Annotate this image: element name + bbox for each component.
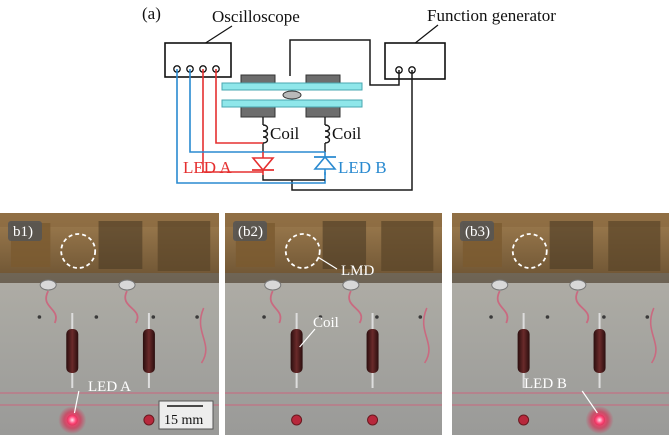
panel-label-box [460,221,494,241]
led-a-schematic-label: LED A [183,158,232,177]
function-generator-box [384,42,446,80]
photo-panel-2: (b2) LMD Coil [225,213,442,435]
led-component [367,414,379,426]
lmd-region-marker [284,233,321,269]
led-a-photo-label: LED A [88,379,131,395]
photo-panel-3: (b3) LED B [452,213,669,435]
tube-top [221,82,363,91]
coil-component [517,329,530,373]
lmd-region-marker [60,233,97,269]
coil-left-label: Coil [270,124,300,143]
lmd-region-marker [511,233,548,269]
led-a-diode-symbol [251,152,275,175]
led-a-leader [73,390,80,414]
photo-panel-1: b1) LED A 15 mm [0,213,219,435]
mount-hole [195,315,199,319]
oscilloscope-label: Oscilloscope [212,7,300,26]
photo-panel-label: (b2) [238,224,263,240]
coil-photo-label: Coil [313,315,339,331]
coil-component [366,329,379,373]
led-component [143,414,155,426]
led-b-schematic-label: LED B [338,158,387,177]
lmd-leader [317,256,338,270]
led-b-leader [581,390,598,414]
pcb-trace [124,290,139,324]
coil-right-winding [324,124,331,144]
function-generator-leader [413,24,439,45]
blue-wire-inner [189,69,325,153]
pcb-trace [649,307,657,364]
coil-component [142,329,155,373]
mount-hole [94,315,99,319]
led-b-photo-label: LED B [524,376,567,392]
pcb-trace [422,307,430,364]
blue-wire-outer [176,69,326,184]
mount-hole [418,315,423,319]
mount-hole [489,315,493,319]
fg-wire-return [291,70,413,191]
clip-right [118,279,136,291]
panel-label-box [8,221,42,241]
clip-left [264,279,282,291]
led-component [291,414,303,426]
red-wire-outer [202,69,263,173]
fg-wire-top [289,39,400,86]
coil-left-winding [262,124,269,144]
panel-label-box [233,221,267,241]
photo-panels: b1) LED A 15 mm (b2) LMD Coil (b3) LED B [0,213,669,435]
mount-hole [151,315,156,319]
function-generator-label: Function generator [427,6,556,25]
led-component [518,414,530,426]
mount-hole [602,315,606,319]
pcb-trace [269,290,282,324]
pcb-trace [199,307,207,364]
coil-component [290,329,303,373]
photo-panel-label: b1) [13,224,33,240]
clip-left [39,279,57,291]
schematic: (a) Oscilloscope Function generator [142,4,556,191]
scale-bar-label: 15 mm [164,413,203,428]
coil-component [66,329,79,373]
photo-panel-label: (b3) [465,224,490,240]
led-b-diode-symbol [313,152,337,175]
red-wire-inner [215,69,263,144]
tube-bottom [221,99,363,108]
clip-left [491,279,509,291]
mount-hole [262,315,266,319]
clip-right [342,279,360,291]
led-b-glow [585,406,614,434]
coil-leader [299,328,316,348]
mount-hole [545,315,550,319]
pcb-trace [496,290,509,324]
mount-hole [37,315,42,319]
pcb-trace [45,290,57,324]
mount-hole [645,315,650,319]
led-a-glow [58,406,87,434]
panel-label-a: (a) [142,4,161,23]
led-common-wire [262,175,325,181]
oscilloscope-leader [203,25,233,45]
lmd-photo-label: LMD [341,263,375,279]
pcb-trace [348,290,363,324]
pcb-trace [575,290,590,324]
coil-component [593,329,606,373]
coil-right-label: Coil [332,124,362,143]
mount-hole [375,315,379,319]
liquid-metal-droplet [282,90,302,100]
clip-right [569,279,587,291]
mount-hole [318,315,323,319]
